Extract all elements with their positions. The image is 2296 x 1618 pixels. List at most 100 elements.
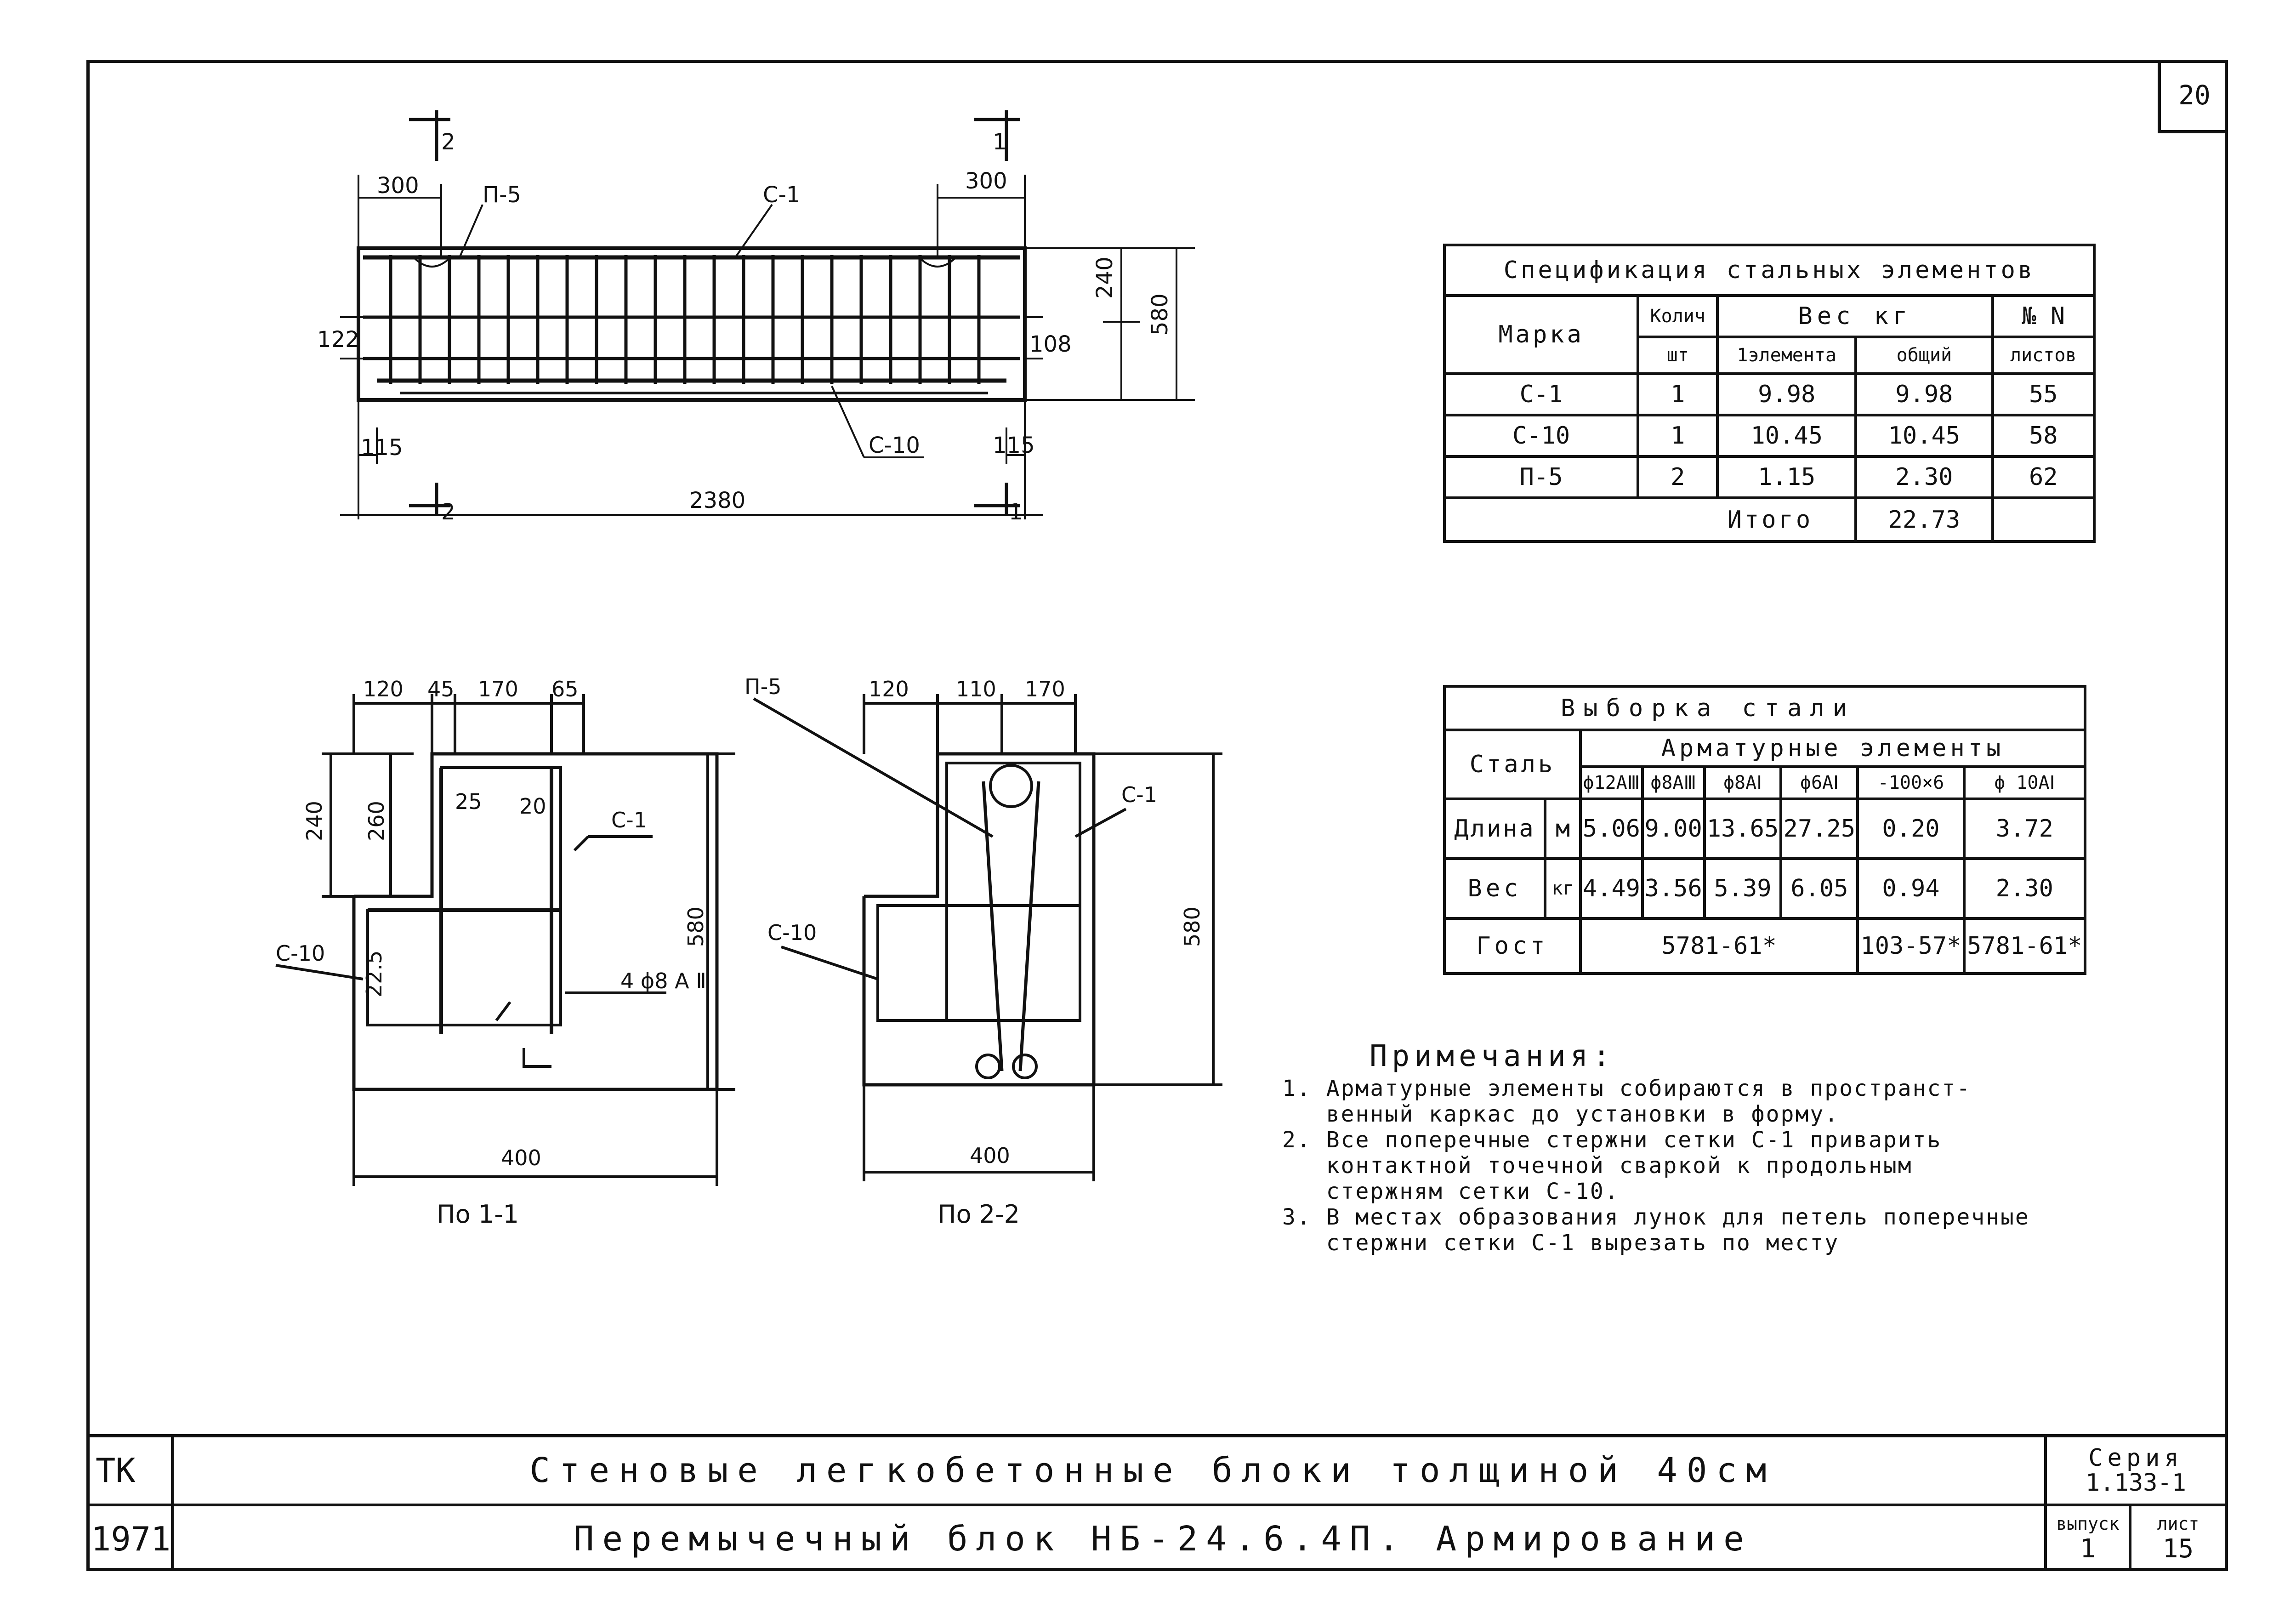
- spec-header-weight: Вес кг: [1716, 294, 1994, 338]
- section-mark-2-bottom: 2: [441, 499, 455, 525]
- spec-cell: 10.45: [1854, 414, 1994, 458]
- drawing-subtitle: Перемычечный блок НБ-24.6.4П. Армировани…: [574, 1519, 1752, 1559]
- s11-dim-580: 580: [683, 906, 708, 947]
- label-p5: П-5: [483, 182, 521, 208]
- spec-cell: С-1: [1443, 372, 1640, 416]
- steel-column-header: ϕ8АⅠ: [1703, 765, 1783, 800]
- s11-dim-22-5: 22.5: [362, 951, 386, 997]
- spec-cell: 55: [1991, 372, 2096, 416]
- steel-weight-value: 2.30: [1962, 857, 2087, 920]
- s11-dim-65: 65: [551, 677, 579, 701]
- spec-total-value: 22.73: [1854, 496, 1994, 543]
- dim-122: 122: [317, 327, 359, 353]
- dim-115-left: 115: [361, 435, 403, 461]
- steel-gost-c: 5781-61*: [1962, 917, 2087, 975]
- steel-length-value: 9.00: [1641, 798, 1706, 860]
- steel-length-unit: м: [1543, 798, 1582, 860]
- spec-header-weight-one: 1элемента: [1716, 336, 1858, 375]
- s11-dim-45: 45: [427, 677, 455, 701]
- steel-length-value: 5.06: [1579, 798, 1644, 860]
- steel-weight-value: 5.39: [1703, 857, 1783, 920]
- steel-column-header: -100×6: [1856, 765, 1966, 800]
- steel-length-value: 0.20: [1856, 798, 1966, 860]
- spec-total-label: Итого: [1443, 496, 1858, 543]
- s22-dim-580: 580: [1180, 906, 1205, 947]
- label-c10: С-10: [869, 433, 920, 458]
- drawing-title: Стеновые легкобетонные блоки толщиной 40…: [174, 1437, 2131, 1506]
- steel-weight-value: 0.94: [1856, 857, 1966, 920]
- dim-108: 108: [1029, 331, 1072, 357]
- spec-cell: 1.15: [1716, 455, 1858, 499]
- series-value: 1.133-1: [2085, 1469, 2187, 1497]
- steel-weight-value: 3.56: [1641, 857, 1706, 920]
- sheet-cell: лист 15: [2131, 1506, 2225, 1571]
- org-code: ТК: [86, 1437, 174, 1506]
- spec-header-sheet-unit: листов: [1991, 336, 2096, 375]
- section-mark-1-bottom: 1: [1009, 499, 1023, 525]
- dim-115-right: 115: [993, 433, 1035, 458]
- notes-heading: Примечания:: [1370, 1039, 1615, 1073]
- steel-table: Выборка стали Сталь Арматурные элементы …: [1443, 685, 2087, 975]
- drawing-frame: [86, 60, 2228, 1571]
- spec-cell: 10.45: [1716, 414, 1858, 458]
- issue-label: выпуск: [2056, 1514, 2120, 1534]
- spec-cell: П-5: [1443, 455, 1640, 499]
- note-item: 2. Все поперечные стержни сетки С-1 прив…: [1282, 1127, 1942, 1204]
- spec-cell: 2.30: [1854, 455, 1994, 499]
- s11-dim-20: 20: [519, 794, 546, 819]
- spec-cell: 62: [1991, 455, 2096, 499]
- note-item: 1. Арматурные элементы собираются в прос…: [1282, 1076, 1972, 1127]
- section-mark-1-top: 1: [993, 129, 1007, 155]
- spec-header-weight-total: общий: [1854, 336, 1994, 375]
- s22-label-c1: С-1: [1121, 782, 1157, 807]
- steel-label: Сталь: [1443, 729, 1582, 800]
- steel-gost-label: Гост: [1443, 917, 1582, 975]
- s11-label-c10: С-10: [276, 941, 325, 966]
- steel-weight-value: 4.49: [1579, 857, 1644, 920]
- spec-header-sheet: № N: [1991, 294, 2096, 338]
- steel-column-header: ϕ12АⅢ: [1579, 765, 1644, 800]
- sheet-label: лист: [2157, 1514, 2199, 1534]
- table-row: С-10 1 10.45 10.45 58: [1443, 414, 2096, 458]
- table-row: П-5 2 1.15 2.30 62: [1443, 455, 2096, 499]
- dim-580: 580: [1147, 293, 1173, 336]
- s11-caption: По 1-1: [437, 1200, 519, 1229]
- s11-dim-400: 400: [501, 1145, 541, 1170]
- s11-label-rebar: 4 ϕ8 А Ⅲ: [620, 969, 710, 993]
- s11-dim-25: 25: [455, 789, 482, 814]
- spec-cell: 1: [1637, 414, 1719, 458]
- spec-cell: 9.98: [1716, 372, 1858, 416]
- title-block: ТК 1971 Стеновые легкобетонные блоки тол…: [86, 1434, 2228, 1571]
- steel-weight-value: 6.05: [1779, 857, 1859, 920]
- s11-label-c1: С-1: [611, 808, 647, 832]
- spec-cell: С-10: [1443, 414, 1640, 458]
- s22-label-c10: С-10: [767, 920, 817, 945]
- steel-column-header: ϕ6АⅠ: [1779, 765, 1859, 800]
- steel-column-header: ϕ 10АⅠ: [1962, 765, 2087, 800]
- steel-weight-unit: кг: [1543, 857, 1582, 920]
- s11-dim-120: 120: [363, 677, 404, 701]
- s22-dim-110: 110: [956, 677, 996, 701]
- s22-dim-120: 120: [869, 677, 909, 701]
- spec-cell: 58: [1991, 414, 2096, 458]
- spec-cell: 1: [1637, 372, 1719, 416]
- steel-gost-b: 103-57*: [1856, 917, 1966, 975]
- notes: Примечания: 1. Арматурные элементы собир…: [1282, 1039, 2201, 1256]
- steel-length-value: 13.65: [1703, 798, 1783, 860]
- steel-length-label: Длина: [1443, 798, 1546, 860]
- s22-dim-170: 170: [1025, 677, 1065, 701]
- issue-cell: выпуск 1: [2044, 1506, 2131, 1571]
- steel-column-header: ϕ8АⅢ: [1641, 765, 1706, 800]
- dim-240: 240: [1092, 256, 1118, 299]
- series-cell: Серия 1.133-1: [2044, 1437, 2225, 1506]
- steel-length-value: 27.25: [1779, 798, 1859, 860]
- issue-value: 1: [2080, 1534, 2096, 1564]
- spec-header-qty: Колич: [1637, 294, 1719, 338]
- section-mark-2-top: 2: [441, 129, 455, 155]
- steel-length-value: 3.72: [1962, 798, 2087, 860]
- spec-title: Спецификация стальных элементов: [1443, 244, 2096, 297]
- s11-dim-240: 240: [302, 801, 327, 841]
- s22-label-p5: П-5: [744, 674, 781, 699]
- series-label: Серия: [2088, 1444, 2183, 1472]
